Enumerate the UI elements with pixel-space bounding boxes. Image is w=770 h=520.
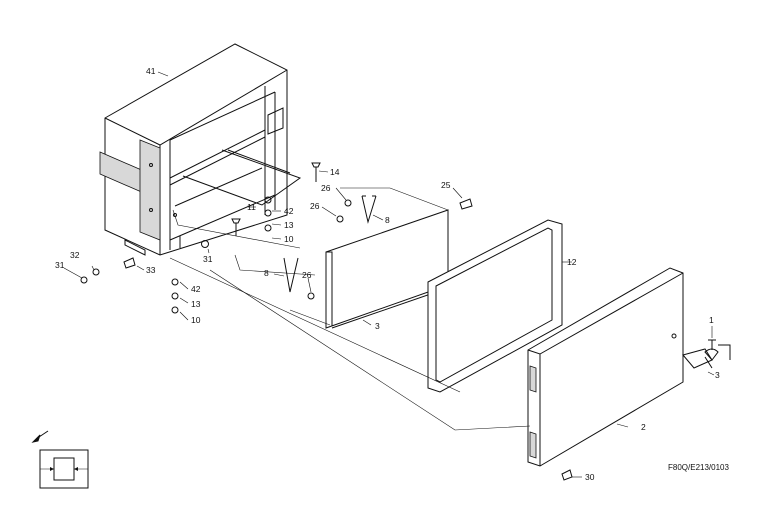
orientation-icon (31, 430, 89, 489)
callout-33: 33 (146, 265, 156, 275)
callout-8: 8 (385, 215, 390, 225)
callout-9: 3 (375, 321, 380, 331)
callout-30: 30 (585, 472, 595, 482)
callout-31: 31 (55, 260, 65, 270)
callout-numbers: 41 14 26 26 8 25 42 13 10 11 31 8 26 3 1… (55, 66, 720, 482)
callout-42: 42 (284, 206, 294, 216)
callout-10: 10 (191, 315, 201, 325)
callout-8: 8 (264, 268, 269, 278)
callout-leaders (63, 71, 715, 478)
hardware (80, 162, 731, 481)
assembly-lines (169, 187, 531, 431)
callout-11: 11 (247, 202, 256, 212)
callout-14: 14 (330, 167, 340, 177)
housing-frame (99, 43, 302, 256)
callout-26: 26 (321, 183, 331, 193)
drawing-code: F80Q/E213/0103 (668, 463, 729, 472)
callout-12: 12 (567, 257, 577, 267)
callout-1: 1 (709, 315, 714, 325)
callout-10: 10 (284, 234, 294, 244)
callout-32: 32 (70, 250, 80, 260)
callout-26: 26 (310, 201, 320, 211)
door-2 (527, 267, 684, 467)
callout-3: 3 (715, 370, 720, 380)
callout-13: 13 (191, 299, 201, 309)
callout-13: 13 (284, 220, 294, 230)
callout-25: 25 (441, 180, 451, 190)
callout-26: 26 (302, 270, 312, 280)
callout-2: 2 (641, 422, 646, 432)
callout-41: 41 (146, 66, 156, 76)
gasket-frame-12 (427, 219, 563, 393)
callout-31: 31 (203, 254, 213, 264)
callout-42: 42 (191, 284, 201, 294)
